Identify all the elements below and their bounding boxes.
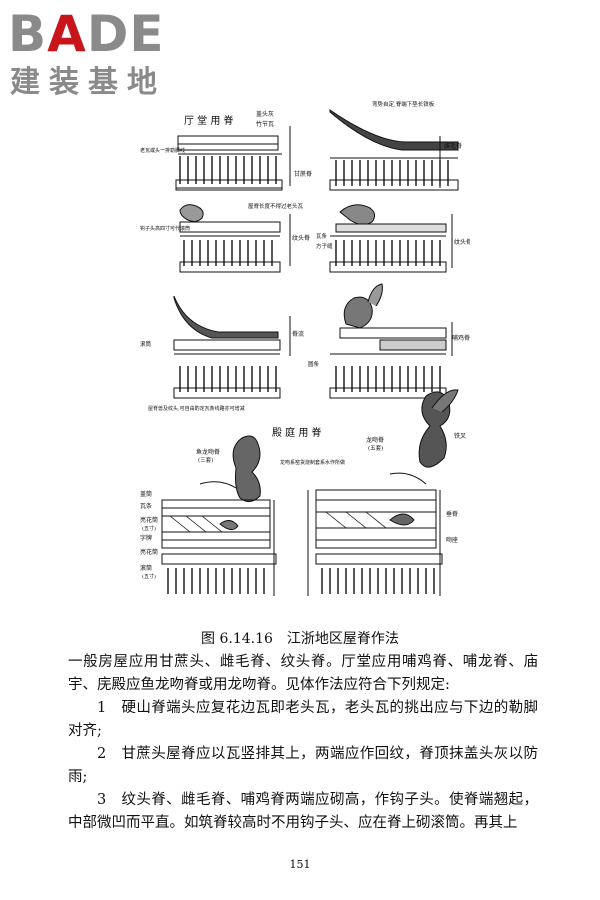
fig-label-diaomao-ji: 雌毛脊 xyxy=(444,142,462,150)
fig-label-gunjian: 滚筒 xyxy=(140,340,152,348)
panel-bulong-ridge xyxy=(329,283,453,399)
fig-label-longwenji-sub: (五套) xyxy=(368,444,383,452)
panel-ganzhe-ridge xyxy=(175,126,291,191)
fig-label-zipai: 字牌 xyxy=(140,534,152,542)
brand-logo: BADE 建装基地 xyxy=(8,6,178,106)
paragraph-item-2: 2 甘蔗头屋脊应以瓦竖排其上，两端应作回纹，脊顶抹盖头灰以防雨; xyxy=(68,746,538,785)
fig-label-gaitong: 盖筒 xyxy=(140,490,152,498)
fig-label-wa-tiao2: 瓦条 xyxy=(140,502,152,510)
fig-label-gouzitou: 钩子头高四寸可代滚筒 xyxy=(140,225,190,232)
panel-longwen-ridge xyxy=(307,389,459,596)
fig-label-wuji-note: 屋脊长度不得过老头瓦 xyxy=(248,202,304,210)
fig-label-gun-sub: (五寸) xyxy=(142,573,156,580)
fig-label-yuan-tiao: 圆条 xyxy=(308,360,320,368)
fig-label-wen-note: 屋脊兽及纹头,可自由酌定瓦条线路亦可增减 xyxy=(148,405,245,412)
fig-label-longwen-note: 龙吻系窑货烧制套系水作所做 xyxy=(280,459,345,466)
body-text: 一般房屋应用甘蔗头、雌毛脊、纹头脊。厅堂应用哺鸡脊、哺龙脊、庙宇、庑殿应鱼龙吻脊… xyxy=(68,651,538,835)
fig-label-zhujie-wa: 竹节瓦 xyxy=(256,120,274,128)
fig-label-wentou-ji: 纹头脊 xyxy=(292,234,310,242)
fig-label-xiaolongwen: 鱼龙吻脊 xyxy=(196,448,220,456)
paragraph-intro: 一般房屋应用甘蔗头、雌毛脊、纹头脊。厅堂应用哺鸡脊、哺龙脊、庙宇、庑殿应鱼龙吻脊… xyxy=(68,654,538,693)
fig-label-longji: 哺鸡脊 xyxy=(452,334,470,342)
fig-label-fangzi-feng: 方子缝 xyxy=(316,242,333,250)
fig-label-jiaji: 垂脊 xyxy=(446,510,458,518)
fig-label-lianghua-sub: (五寸) xyxy=(142,525,156,532)
fig-label-lianghua-tong2: 亮花筒 xyxy=(140,548,158,556)
fig-label-lianghua-tong: 亮花筒 xyxy=(140,516,158,524)
panel-buji-ridge xyxy=(173,295,291,399)
fig-label-tiecha: 铁叉 xyxy=(454,432,466,440)
fig-title-hall: 厅 堂 用 脊 xyxy=(184,114,234,127)
panel-yulongwen-ridge xyxy=(161,435,277,596)
panel-wentou-ridge xyxy=(329,204,453,273)
fig-label-laowa: 老瓦或头一排勒脚线 xyxy=(140,147,185,154)
fig-label-xiaolongwen-sub: (三套) xyxy=(198,456,213,464)
fig-label-zhuji: 吻座 xyxy=(446,536,458,544)
fig-label-wentou-ji2: 纹头脊 xyxy=(454,238,470,246)
fig-label-ji-liu: 脊流 xyxy=(292,330,304,338)
fig-label-gaitou-hui: 盖头灰 xyxy=(256,110,274,118)
fig-title-palace: 殿 庭 用 脊 xyxy=(272,426,322,439)
paragraph-item-1: 1 硬山脊端头应复花边瓦即老头瓦，老头瓦的挑出应与下边的勒脚对齐; xyxy=(68,700,538,739)
paragraph-item-3: 3 纹头脊、雌毛脊、哺鸡脊两端应砌高，作钩子头。使脊端翘起，中部微凹而平直。如筑… xyxy=(68,792,538,831)
figure-caption: 图 6.14.16 江浙地区屋脊作法 xyxy=(201,631,399,647)
fig-label-ganzhe-ji: 甘蔗脊 xyxy=(294,170,312,178)
fig-label-wa-tiao: 瓦条 xyxy=(316,232,328,240)
fig-label-longwenji: 龙吻脊 xyxy=(366,436,384,444)
roof-ridge-figure: 厅 堂 用 脊 盖头灰 竹节瓦 老瓦或头一排勒脚线 甘蔗脊 弯势自定,脊端下垫长… xyxy=(140,100,470,596)
logo-wordmark: BADE xyxy=(8,5,165,63)
fig-label-gun-tong: 滚筒 xyxy=(140,564,152,572)
fig-label-wanxu-note: 弯势自定,脊端下垫长铁板 xyxy=(372,100,435,108)
panel-diaomao-ridge xyxy=(329,109,459,191)
panel-gouzitou-ridge xyxy=(179,204,291,273)
page-number: 151 xyxy=(289,858,311,871)
logo-subtitle: 建装基地 xyxy=(10,65,166,100)
